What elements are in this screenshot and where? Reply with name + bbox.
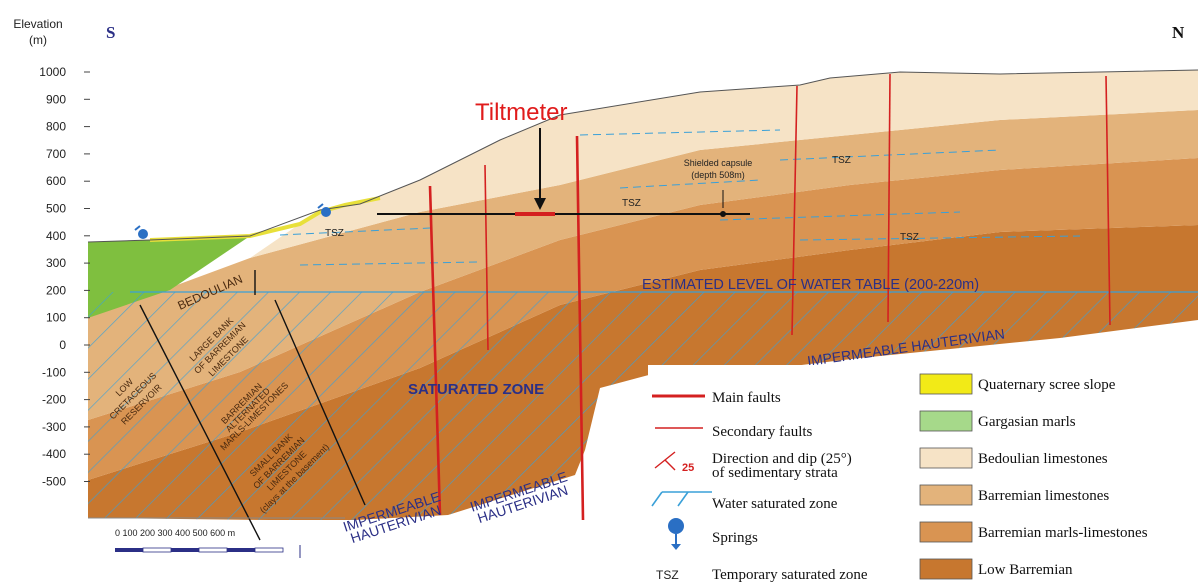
thickness-arrows <box>139 270 366 541</box>
north-label: N <box>1172 23 1185 42</box>
layer-barremian-limestones <box>88 110 1198 420</box>
tsz-label-1: TSZ <box>325 228 344 239</box>
elevation-tick-label: -200 <box>42 393 66 407</box>
legend-formation-label: Low Barremian <box>978 562 1073 578</box>
elevation-tick-label: 600 <box>46 174 66 188</box>
legend-dip-line1: Direction and dip (25°) <box>712 451 852 467</box>
legend-springs: Springs <box>712 530 758 546</box>
elevation-tick-label: -100 <box>42 365 66 379</box>
capsule-label-2: (depth 508m) <box>691 170 745 180</box>
tiltmeter-arrowhead <box>534 198 546 210</box>
elevation-tick-label: 200 <box>46 283 66 297</box>
legend-formation-label: Quaternary scree slope <box>978 377 1116 393</box>
main-faults <box>428 135 585 521</box>
elevation-tick-label: -300 <box>42 420 66 434</box>
elevation-tick-label: 900 <box>46 92 66 106</box>
legend-formation-label: Bedoulian limestones <box>978 451 1108 467</box>
legend-formation-label: Gargasian marls <box>978 414 1076 430</box>
tsz-label-3: TSZ <box>832 155 851 166</box>
secondary-faults <box>484 73 1111 351</box>
legend-swatch <box>919 373 973 395</box>
saturated-zone-label: SATURATED ZONE <box>408 381 544 398</box>
legend-formation-label: Barremian limestones <box>978 488 1109 504</box>
svg-text:0 100 200 300 400 500 60: 0 100 200 300 400 500 600 m <box>115 528 235 538</box>
south-label: S <box>106 23 115 42</box>
legend-main-faults: Main faults <box>712 390 781 406</box>
dip-symbol <box>654 451 676 471</box>
elevation-tick-label: -500 <box>42 475 66 489</box>
legend-swatch <box>919 521 973 543</box>
legend-water-saturated: Water saturated zone <box>712 496 838 512</box>
legend-formation-label: Barremian marls-limestones <box>978 525 1148 541</box>
shielded-capsule-marker <box>720 211 726 217</box>
water-table-label: ESTIMATED LEVEL OF WATER TABLE (200-220m… <box>642 277 979 293</box>
scale-bar: 0 100 200 300 400 500 600 m <box>88 517 345 558</box>
legend-swatch <box>919 447 973 469</box>
elevation-tick-label: 1000 <box>39 65 66 79</box>
tiltmeter-label: Tiltmeter <box>475 99 567 126</box>
tsz-label-4: TSZ <box>900 232 919 243</box>
elevation-tick-label: 100 <box>46 311 66 325</box>
legend-tsz: Temporary saturated zone <box>712 567 868 583</box>
elevation-tick-label: 500 <box>46 202 66 216</box>
legend-swatch <box>919 410 973 432</box>
elevation-tick-label: 300 <box>46 256 66 270</box>
elevation-tick-label: 400 <box>46 229 66 243</box>
axis-label-line2: (m) <box>29 33 47 47</box>
water-saturated-symbol <box>651 491 712 507</box>
legend-swatch <box>919 558 973 580</box>
spring-icon <box>134 203 331 239</box>
layer-bedoulian <box>88 70 1198 318</box>
legend-background <box>648 365 1198 585</box>
ground-surface <box>87 69 1198 243</box>
dip-value: 25 <box>682 462 694 474</box>
elevation-tick-label: 0 <box>59 338 66 352</box>
elevation-tick-label: -400 <box>42 447 66 461</box>
elevation-tick-label: 700 <box>46 147 66 161</box>
elevation-ticks: 10009008007006005004003002001000-100-200… <box>39 65 90 489</box>
capsule-label-1: Shielded capsule <box>684 158 753 168</box>
legend-secondary-faults: Secondary faults <box>712 424 813 440</box>
elevation-tick-label: 800 <box>46 120 66 134</box>
tsz-abbr: TSZ <box>656 568 679 582</box>
tsz-label-2: TSZ <box>622 198 641 209</box>
legend-swatch <box>919 484 973 506</box>
axis-label-line1: Elevation <box>13 17 62 31</box>
springs-icon <box>668 518 684 550</box>
legend-dip-line2: of sedimentary strata <box>712 465 838 481</box>
